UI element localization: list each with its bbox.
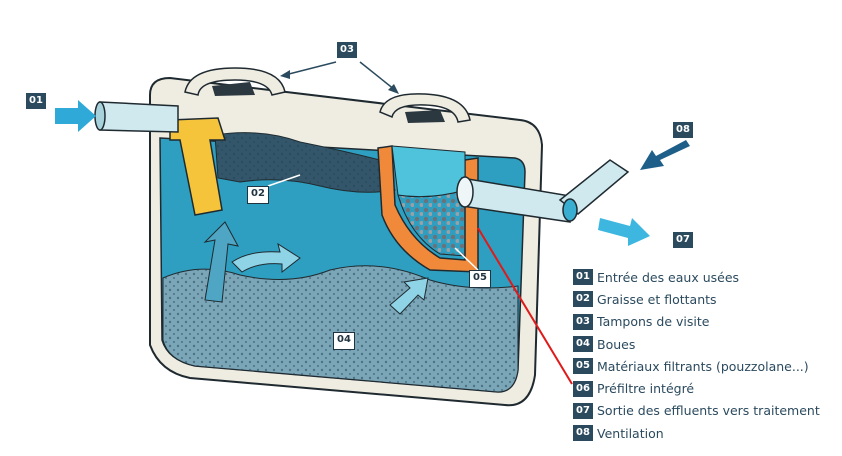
callout-03: 03 bbox=[337, 42, 357, 58]
ventilation-arrow bbox=[640, 140, 690, 170]
pointer-02 bbox=[267, 174, 301, 187]
flow-arrow-diagonal bbox=[389, 277, 429, 315]
legend: 01 Entrée des eaux usées 02 Graisse et f… bbox=[573, 266, 838, 444]
legend-item: 08 Ventilation bbox=[573, 422, 838, 444]
legend-label: Sortie des effluents vers traitement bbox=[597, 403, 820, 419]
callout-07: 07 bbox=[673, 232, 693, 248]
outlet-arrow bbox=[598, 218, 650, 246]
legend-item: 05 Matériaux filtrants (pouzzolane...) bbox=[573, 355, 838, 377]
legend-number: 06 bbox=[573, 380, 593, 397]
flow-arrow-up bbox=[203, 221, 239, 303]
legend-number: 03 bbox=[573, 313, 593, 330]
legend-label: Préfiltre intégré bbox=[597, 381, 695, 397]
legend-number: 01 bbox=[573, 269, 593, 286]
legend-item: 07 Sortie des effluents vers traitement bbox=[573, 400, 838, 422]
legend-number: 08 bbox=[573, 425, 593, 442]
callout-04: 04 bbox=[333, 332, 355, 350]
cover-pointer-left bbox=[284, 61, 337, 76]
flow-arrow-right bbox=[231, 242, 301, 274]
legend-item: 01 Entrée des eaux usées bbox=[573, 266, 838, 288]
legend-number: 05 bbox=[573, 358, 593, 375]
callout-01: 01 bbox=[26, 93, 46, 109]
access-cover-left bbox=[184, 67, 286, 96]
legend-item: 06 Préfiltre intégré bbox=[573, 377, 838, 399]
legend-label: Graisse et flottants bbox=[597, 291, 717, 307]
legend-item: 04 Boues bbox=[573, 333, 838, 355]
access-cover-right bbox=[379, 93, 471, 123]
legend-label: Tampons de visite bbox=[597, 314, 710, 330]
legend-number: 02 bbox=[573, 291, 593, 308]
legend-item: 03 Tampons de visite bbox=[573, 311, 838, 333]
legend-number: 07 bbox=[573, 402, 593, 419]
legend-label: Entrée des eaux usées bbox=[597, 269, 740, 285]
inlet-arrow bbox=[55, 100, 96, 132]
pointer-06 bbox=[477, 227, 573, 385]
pointer-05 bbox=[454, 247, 479, 271]
legend-number: 04 bbox=[573, 336, 593, 353]
callout-05: 05 bbox=[469, 270, 491, 288]
legend-label: Boues bbox=[597, 336, 636, 352]
callout-02: 02 bbox=[247, 186, 269, 204]
callout-08: 08 bbox=[673, 122, 693, 138]
legend-label: Matériaux filtrants (pouzzolane...) bbox=[597, 358, 809, 374]
legend-label: Ventilation bbox=[597, 425, 664, 441]
cover-pointer-right bbox=[359, 61, 396, 91]
inlet-baffle bbox=[169, 117, 227, 216]
legend-item: 02 Graisse et flottants bbox=[573, 288, 838, 310]
inlet-pipe bbox=[99, 101, 179, 133]
